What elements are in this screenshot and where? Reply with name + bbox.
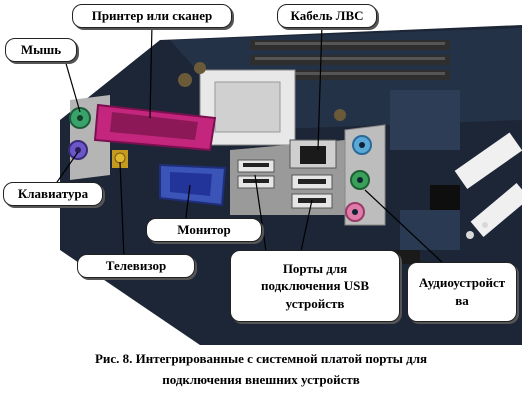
vga-port — [159, 163, 227, 207]
figure-caption: Рис. 8. Интегрированные с системной плат… — [40, 348, 482, 390]
parallel-port — [93, 103, 217, 152]
caption-line-2: подключения внешних устройств — [162, 372, 360, 387]
tv-out-port — [112, 150, 128, 168]
chipset-heatsink — [390, 90, 460, 150]
label-usb-ports: Порты для подключения USB устройств — [230, 250, 400, 322]
lan-port — [289, 139, 337, 169]
cpu-socket — [199, 69, 296, 146]
label-monitor: Монитор — [146, 218, 262, 242]
memory-slots — [250, 40, 450, 80]
caption-line-1: Рис. 8. Интегрированные с системной плат… — [94, 351, 428, 366]
label-lan-cable: Кабель ЛВС — [277, 4, 377, 28]
label-tv: Телевизор — [77, 254, 195, 278]
label-audio: Аудиоустройства — [407, 262, 517, 322]
capacitors — [178, 62, 346, 121]
label-printer-scanner: Принтер или сканер — [72, 4, 232, 28]
audio-jacks — [344, 124, 386, 226]
label-keyboard: Клавиатура — [3, 182, 103, 206]
label-mouse: Мышь — [5, 38, 77, 62]
